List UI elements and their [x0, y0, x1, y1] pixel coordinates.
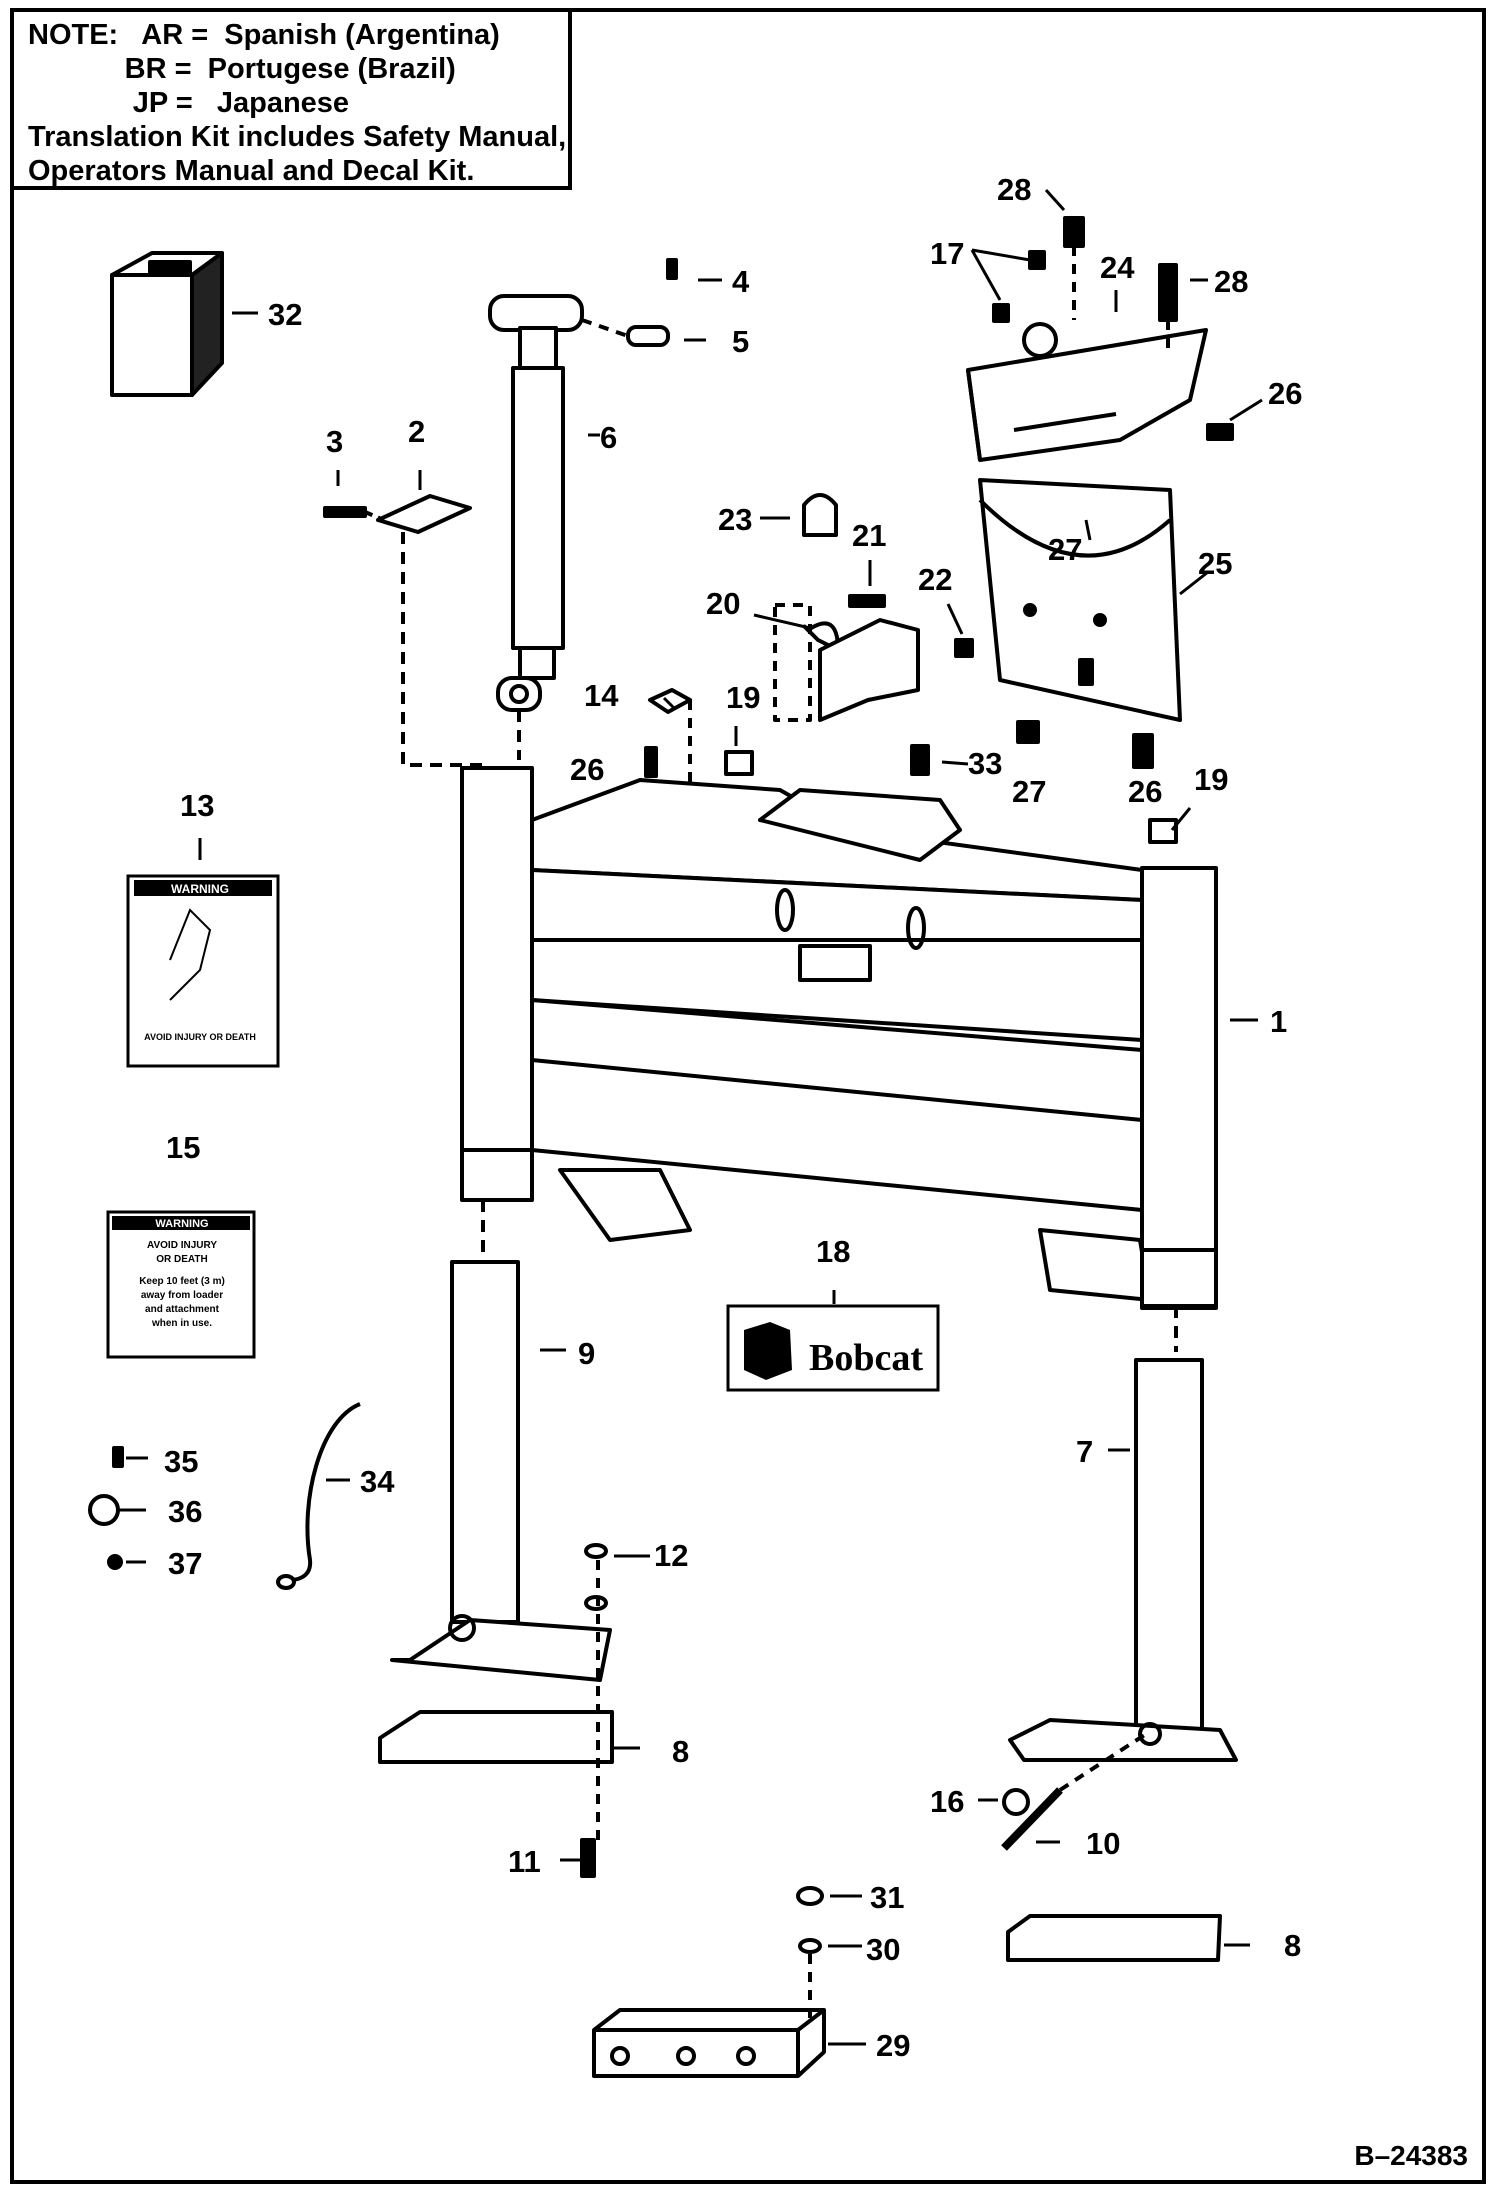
callout-27b: 27	[1012, 774, 1046, 809]
callout-29: 29	[876, 2028, 910, 2063]
main-frame-icon	[460, 750, 1218, 1310]
callout-9: 9	[578, 1336, 595, 1371]
callout-7: 7	[1076, 1434, 1093, 1469]
callout-22: 22	[918, 562, 952, 597]
callout-20: 20	[706, 586, 740, 621]
callout-34: 34	[360, 1464, 395, 1499]
callout-16: 16	[930, 1784, 964, 1819]
decal-15-line-4: away from loader	[141, 1290, 223, 1301]
callout-15: 15	[166, 1130, 200, 1165]
callout-24: 24	[1100, 250, 1135, 285]
callout-6: 6	[600, 420, 617, 455]
note-line-1: NOTE: AR = Spanish (Argentina)	[28, 19, 500, 51]
callout-27a: 27	[1048, 532, 1082, 567]
note-line-5: Operators Manual and Decal Kit.	[28, 155, 475, 187]
callout-28b: 28	[1214, 264, 1248, 299]
note-line-2: BR = Portugese (Brazil)	[28, 53, 456, 85]
callout-8b: 8	[1284, 1928, 1301, 1963]
callout-30: 30	[866, 1932, 900, 1967]
callout-8a: 8	[672, 1734, 689, 1769]
callout-23: 23	[718, 502, 752, 537]
callout-26a: 26	[1268, 376, 1302, 411]
callout-1: 1	[1270, 1004, 1287, 1039]
hydraulic-cylinder-icon	[488, 294, 584, 712]
callout-35: 35	[164, 1444, 198, 1479]
callout-19a: 19	[726, 680, 760, 715]
callout-12: 12	[654, 1538, 688, 1573]
callout-36: 36	[168, 1494, 202, 1529]
callout-19b: 19	[1194, 762, 1228, 797]
note-line-4: Translation Kit includes Safety Manual,	[28, 121, 567, 153]
bobcat-logo-decal: Bobcat	[726, 1304, 940, 1392]
callout-18: 18	[816, 1234, 850, 1269]
figure-id: B–24383	[1354, 2140, 1468, 2171]
callout-11: 11	[508, 1844, 541, 1879]
callout-28a: 28	[997, 172, 1031, 207]
decal-15-header: WARNING	[155, 1218, 208, 1230]
callout-13: 13	[180, 788, 214, 823]
note-line-3: JP = Japanese	[28, 87, 350, 119]
callout-2: 2	[408, 414, 425, 449]
callout-3: 3	[326, 424, 343, 459]
decal-15-line-5: and attachment	[145, 1304, 220, 1315]
callout-33: 33	[968, 746, 1002, 781]
callout-17: 17	[930, 236, 964, 271]
decal-15-line-1: AVOID INJURY	[147, 1240, 217, 1251]
warning-decal-13: WARNING AVOID INJURY OR DEATH	[126, 874, 280, 1068]
callout-4: 4	[732, 264, 750, 299]
callout-31: 31	[870, 1880, 904, 1915]
callout-5: 5	[732, 324, 749, 359]
callout-32: 32	[268, 297, 302, 332]
decal-13-header: WARNING	[171, 882, 229, 896]
callout-25: 25	[1198, 546, 1232, 581]
manual-book-icon	[110, 251, 224, 397]
bobcat-logo-text: Bobcat	[809, 1337, 923, 1379]
drawing-frame	[10, 8, 1486, 2184]
decal-15-line-3: Keep 10 feet (3 m)	[139, 1276, 225, 1287]
callout-26b: 26	[570, 752, 604, 787]
callout-14: 14	[584, 678, 619, 713]
translation-note-box: NOTE: AR = Spanish (Argentina) BR = Port…	[10, 8, 572, 190]
warning-decal-15: WARNING AVOID INJURY OR DEATH Keep 10 fe…	[106, 1210, 256, 1359]
callout-21: 21	[852, 518, 886, 553]
decal-15-line-2: OR DEATH	[156, 1254, 207, 1265]
decal-13-footer: AVOID INJURY OR DEATH	[144, 1032, 256, 1042]
callout-37: 37	[168, 1546, 202, 1581]
callout-10: 10	[1086, 1826, 1120, 1861]
decal-15-line-6: when in use.	[151, 1318, 212, 1329]
callout-26c: 26	[1128, 774, 1162, 809]
